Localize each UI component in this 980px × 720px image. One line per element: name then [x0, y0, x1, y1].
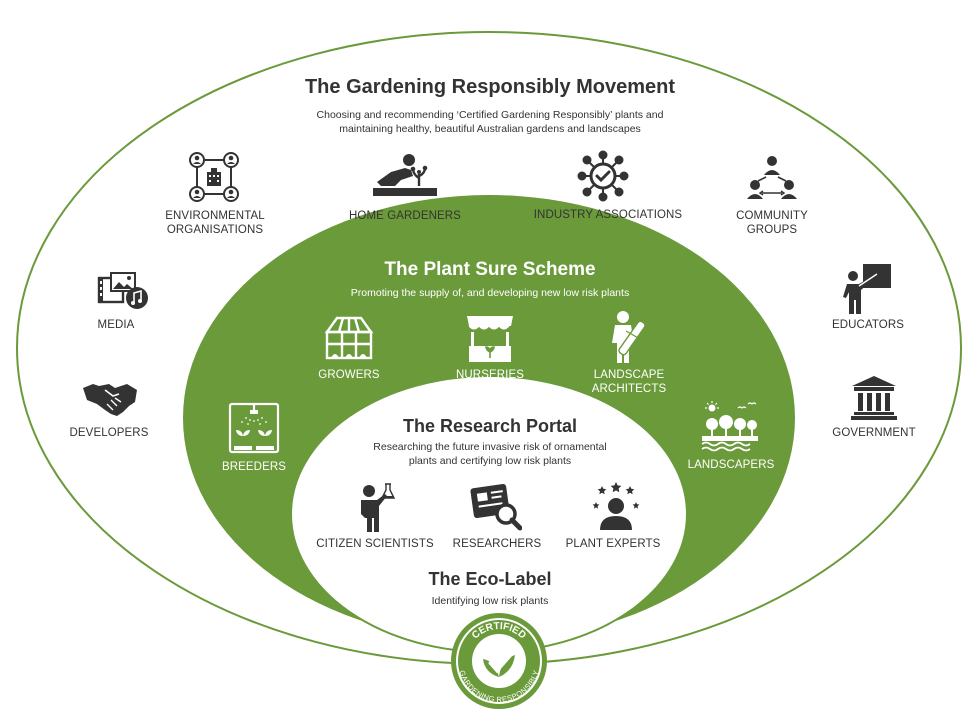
community-groups-label-line1: COMMUNITY [736, 210, 808, 222]
outer-title: The Gardening Responsibly Movement [304, 76, 676, 98]
educators-label: EDUCATORS [831, 319, 905, 331]
plant-experts-label: PLANT EXPERTS [565, 538, 661, 550]
media-label: MEDIA [97, 319, 135, 331]
eco-label-title: The Eco-Label [428, 569, 552, 589]
landscapers-label: LANDSCAPERS [687, 459, 775, 471]
nursery-stall-icon [467, 316, 513, 362]
developers-label: DEVELOPERS [69, 427, 149, 439]
government-building-icon [851, 376, 897, 420]
research-subtitle-line2: plants and certifying low risk plants [408, 455, 572, 467]
community-groups-icon [747, 156, 797, 199]
outer-subtitle-line1: Choosing and recommending ‘Certified Gar… [316, 109, 664, 121]
seedling-sprinkler-icon [228, 402, 280, 454]
eco-label-subtitle: Identifying low risk plants [431, 595, 549, 607]
citizen-scientists-label: CITIZEN SCIENTISTS [316, 538, 434, 550]
landscape-architects-label-line1: LANDSCAPE [593, 369, 665, 381]
research-subtitle-line1: Researching the future invasive risk of … [373, 441, 607, 453]
landscape-scene-icon [701, 401, 758, 452]
growers-label: GROWERS [318, 369, 380, 381]
outer-subtitle-line2: maintaining healthy, beautiful Australia… [339, 123, 641, 135]
breeders-label: BREEDERS [221, 461, 287, 473]
nurseries-label: NURSERIES [456, 369, 524, 381]
researcher-magnifier-icon [470, 484, 522, 531]
environmental-organisations-icon [189, 152, 239, 202]
plant-sure-title: The Plant Sure Scheme [384, 259, 596, 280]
government-label: GOVERNMENT [832, 427, 916, 439]
greenhouse-icon [324, 316, 374, 360]
plant-expert-icon [592, 482, 640, 530]
industry-associations-icon [577, 150, 629, 202]
industry-associations-label: INDUSTRY ASSOCIATIONS [533, 209, 683, 221]
environmental-organisations-label-line2: ORGANISATIONS [166, 224, 264, 236]
citizen-scientist-icon [361, 483, 395, 532]
researchers-label: RESEARCHERS [452, 538, 542, 550]
research-title: The Research Portal [402, 416, 578, 436]
environmental-organisations-label-line1: ENVIRONMENTAL [165, 210, 265, 222]
home-gardeners-label: HOME GARDENERS [349, 210, 461, 222]
educator-icon [843, 264, 891, 314]
handshake-icon [83, 384, 137, 416]
certified-badge-icon: CERTIFIED GARDENING RESPONSIBLY [451, 613, 547, 709]
landscape-architect-icon [612, 311, 646, 363]
home-gardener-icon [373, 154, 437, 196]
plant-sure-subtitle: Promoting the supply of, and developing … [350, 287, 630, 299]
community-groups-label-line2: GROUPS [746, 224, 798, 236]
media-icon [97, 272, 148, 309]
landscape-architects-label-line2: ARCHITECTS [591, 383, 667, 395]
